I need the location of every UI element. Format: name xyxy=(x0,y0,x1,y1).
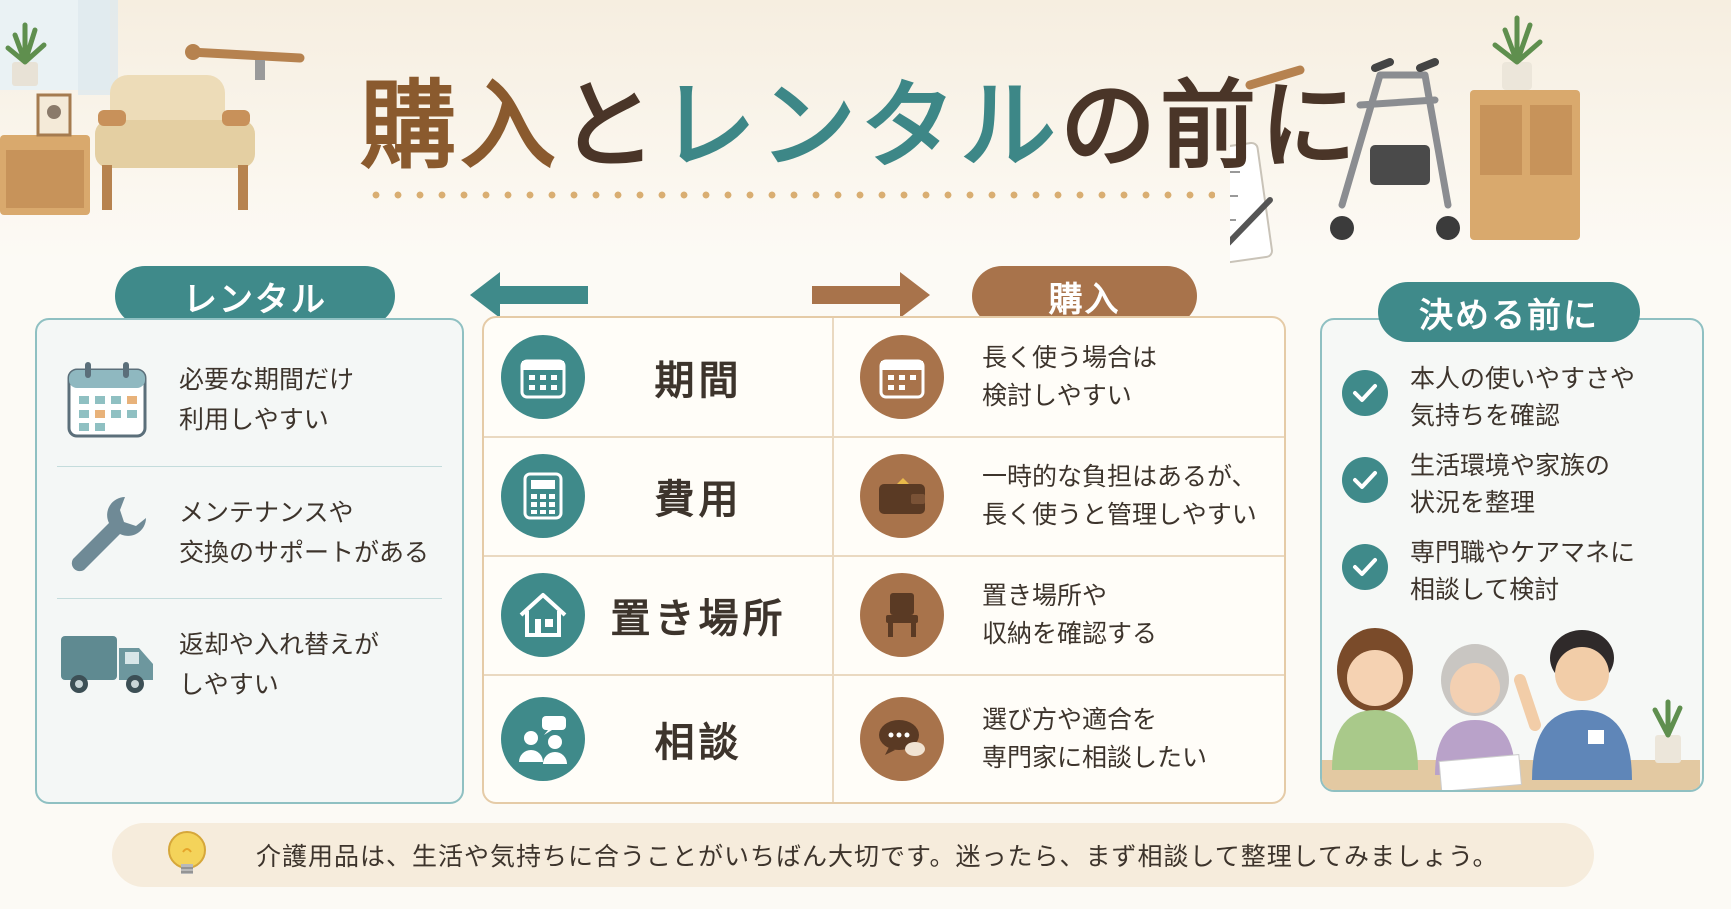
comparison-row: 期間 長く使う場合は 検討しやすい xyxy=(484,318,1284,436)
woman-figure xyxy=(1332,628,1418,770)
plant-icon xyxy=(1492,15,1543,90)
purchase-text: 選び方や適合を 専門家に相談したい xyxy=(982,704,1208,772)
arrow-right-icon xyxy=(812,272,930,318)
checklist-text: 本人の使いやすさや 気持ちを確認 xyxy=(1410,364,1636,430)
plant-icon xyxy=(1652,699,1683,763)
comparison-row: 費用 一時的な負担はあるが、 長く使うと管理しやすい xyxy=(484,437,1284,555)
header-background xyxy=(0,0,1731,260)
checklist-text: 専門職やケアマネに 相談して検討 xyxy=(1410,538,1636,604)
truck-icon xyxy=(57,620,157,710)
check-icon xyxy=(1342,457,1388,503)
walker-icon xyxy=(1330,58,1460,240)
checklist-text: 生活環境や家族の 状況を整理 xyxy=(1410,451,1611,517)
purchase-label: 購入 xyxy=(972,266,1197,326)
footer-text: 介護用品は、生活や気持ちに合うことがいちばん大切です。迷ったら、まず相談して整理… xyxy=(256,842,1499,871)
room-illustration-right xyxy=(1230,15,1580,270)
armchair-icon xyxy=(95,75,255,210)
footer-tip: 介護用品は、生活や気持ちに合うことがいちばん大切です。迷ったら、まず相談して整理… xyxy=(112,823,1594,887)
house-icon xyxy=(501,573,585,657)
rental-item: 必要な期間だけ 利用しやすい xyxy=(57,334,442,466)
column-divider xyxy=(832,318,834,802)
title-and: と xyxy=(560,70,660,182)
title-divider xyxy=(365,191,1215,199)
decide-label: 決める前に xyxy=(1378,282,1640,342)
calculator-icon xyxy=(501,454,585,538)
checklist-icon xyxy=(1230,141,1273,270)
purchase-text: 置き場所や 収納を確認する xyxy=(982,581,1158,648)
calendar-icon xyxy=(57,355,157,445)
care-manager-figure xyxy=(1514,630,1632,780)
comparison-row: 置き場所 置き場所や 収納を確認する xyxy=(484,556,1284,674)
wrench-icon xyxy=(57,488,157,578)
check-icon xyxy=(1342,544,1388,590)
check-icon xyxy=(1342,370,1388,416)
wallet-icon xyxy=(860,454,944,538)
rental-item-text: 必要な期間だけ 利用しやすい xyxy=(179,365,355,434)
title-purchase: 購入 xyxy=(360,70,560,182)
rental-item: メンテナンスや 交換のサポートがある xyxy=(57,466,442,599)
checklist-item: 生活環境や家族の 状況を整理 xyxy=(1342,447,1610,521)
calendar-icon xyxy=(860,335,944,419)
row-label: 相談 xyxy=(654,719,743,766)
lightbulb-icon xyxy=(168,831,206,874)
rental-item: 返却や入れ替えが しやすい xyxy=(57,598,442,731)
title-before: の前に xyxy=(1060,70,1360,182)
decide-panel: 本人の使いやすさや 気持ちを確認 生活環境や家族の 状況を整理 専門職やケアマネ… xyxy=(1320,318,1704,792)
plant-icon xyxy=(5,22,47,86)
title-rental: レンタル xyxy=(660,70,1060,182)
photo-frame-icon xyxy=(36,93,72,137)
purchase-text: 一時的な負担はあるが、 長く使うと管理しやすい xyxy=(982,462,1257,529)
row-label: 置き場所 xyxy=(610,596,787,642)
consultation-illustration xyxy=(1322,628,1700,790)
speech-bubbles-icon xyxy=(860,696,944,781)
page-title: 購入とレンタルの前に xyxy=(360,48,1360,187)
calendar-icon xyxy=(501,335,585,419)
rental-label: レンタル xyxy=(115,266,395,326)
rental-item-text: 返却や入れ替えが しやすい xyxy=(179,630,380,699)
row-label: 費用 xyxy=(654,477,743,523)
comparison-row: 相談 選び方や適合を 専門家に相談したい xyxy=(484,675,1284,802)
people-chat-icon xyxy=(501,696,585,781)
checklist-item: 専門職やケアマネに 相談して検討 xyxy=(1342,534,1635,608)
rental-panel: 必要な期間だけ 利用しやすい メンテナンスや 交換のサポートがある 返却や入れ替… xyxy=(35,318,464,804)
checklist-item: 本人の使いやすさや 気持ちを確認 xyxy=(1342,360,1635,434)
chair-icon xyxy=(860,573,944,657)
purchase-text: 長く使う場合は 検討しやすい xyxy=(982,343,1158,410)
room-illustration-left xyxy=(0,0,305,215)
comparison-table: 期間 長く使う場合は 検討しやすい 費用 一時的な負担はあるが、 長く使うと管理… xyxy=(482,316,1286,804)
rental-item-text: メンテナンスや 交換のサポートがある xyxy=(179,498,430,567)
elderly-woman-figure xyxy=(1435,644,1515,775)
row-label: 期間 xyxy=(654,358,743,404)
arrow-left-icon xyxy=(470,272,588,318)
